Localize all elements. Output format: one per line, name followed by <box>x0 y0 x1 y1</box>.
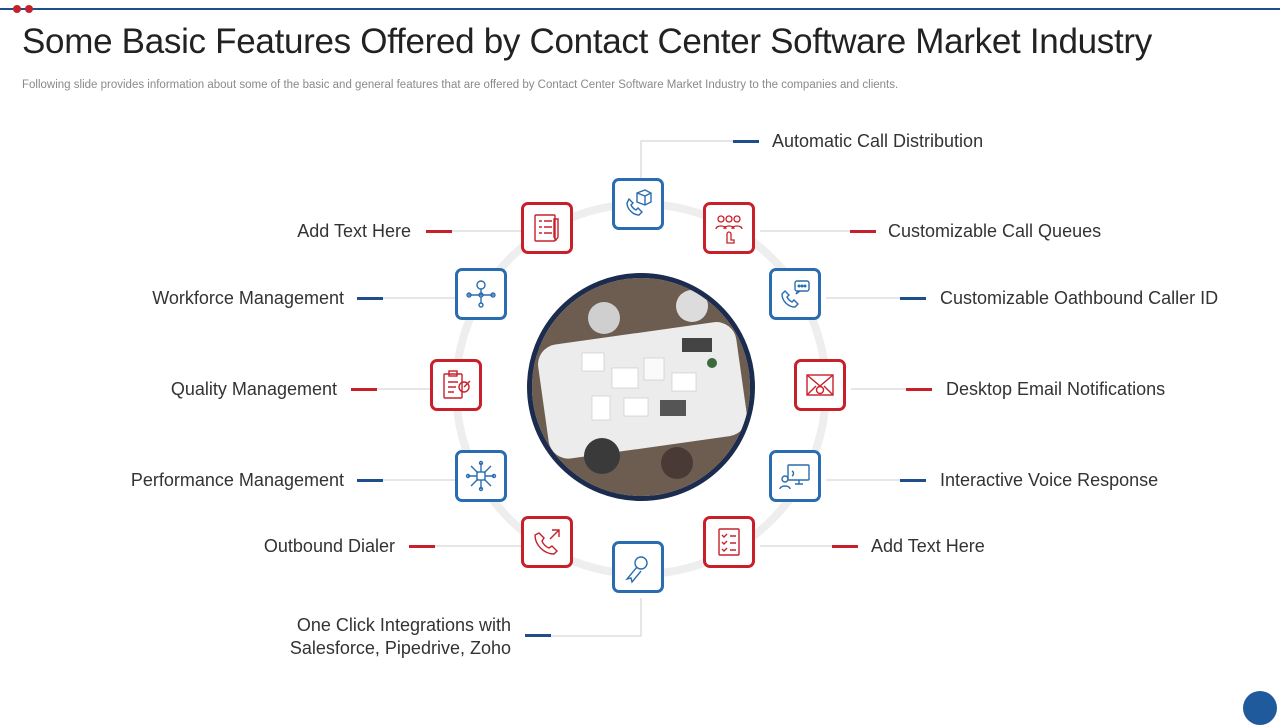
dash <box>850 230 876 233</box>
feature-desktop-email-notifications: Desktop Email Notifications <box>946 379 1166 399</box>
feature-automatic-call-distribution: Automatic Call Distribution <box>772 131 984 151</box>
feature-customizable-call-queues: Customizable Call Queues <box>888 221 1102 241</box>
dash <box>525 634 551 637</box>
dash <box>900 479 926 482</box>
feature-customizable-caller-id: Customizable Oathbound Caller ID <box>940 288 1219 308</box>
corner-decoration <box>1243 691 1277 725</box>
dash <box>409 545 435 548</box>
monitor-voice-icon <box>779 464 810 490</box>
quality-icon-box <box>430 359 482 411</box>
call-distribution-icon-box <box>612 178 664 230</box>
add-text-icon-box <box>521 202 573 254</box>
phone-chat-icon <box>781 280 810 308</box>
performance-icon-box <box>455 450 507 502</box>
feature-integrations-line1: One Click Integrations with <box>296 615 511 635</box>
org-network-icon <box>466 280 496 308</box>
dash <box>357 297 383 300</box>
dash <box>733 140 759 143</box>
email-notification-icon-box <box>794 359 846 411</box>
envelope-alert-icon <box>806 374 834 396</box>
feature-integrations-line2: Salesforce, Pipedrive, Zoho <box>289 638 511 658</box>
top-rule <box>0 8 1280 10</box>
dash <box>357 479 383 482</box>
feature-performance-management: Performance Management <box>130 470 344 490</box>
dash <box>426 230 452 233</box>
pin-pointer-icon <box>625 556 648 584</box>
people-icon <box>715 215 743 244</box>
outbound-dialer-icon-box <box>521 516 573 568</box>
dash <box>351 388 377 391</box>
dash <box>832 545 858 548</box>
document-list-icon <box>534 214 559 242</box>
accent-dot <box>25 5 33 13</box>
checklist-icon <box>718 528 740 556</box>
feature-workforce-management: Workforce Management <box>152 288 344 308</box>
dash <box>906 388 932 391</box>
feature-quality-management: Quality Management <box>170 379 337 399</box>
integrations-icon-box <box>612 541 664 593</box>
workforce-icon-box <box>455 268 507 320</box>
call-queues-icon-box <box>703 202 755 254</box>
phone-package-icon <box>626 189 652 216</box>
meeting-photo <box>527 273 755 501</box>
phone-outgoing-icon <box>534 529 560 555</box>
dash <box>900 297 926 300</box>
feature-add-text-right: Add Text Here <box>871 536 985 556</box>
feature-add-text-left: Add Text Here <box>297 221 411 241</box>
feature-interactive-voice-response: Interactive Voice Response <box>940 470 1159 490</box>
page-title: Some Basic Features Offered by Contact C… <box>22 22 1152 61</box>
network-hub-icon <box>465 460 497 492</box>
checklist-icon-box <box>703 516 755 568</box>
clipboard-target-icon <box>443 370 471 399</box>
feature-outbound-dialer: Outbound Dialer <box>263 536 395 556</box>
caller-id-icon-box <box>769 268 821 320</box>
voice-response-icon-box <box>769 450 821 502</box>
page-subtitle: Following slide provides information abo… <box>22 79 899 91</box>
accent-dot <box>13 5 21 13</box>
